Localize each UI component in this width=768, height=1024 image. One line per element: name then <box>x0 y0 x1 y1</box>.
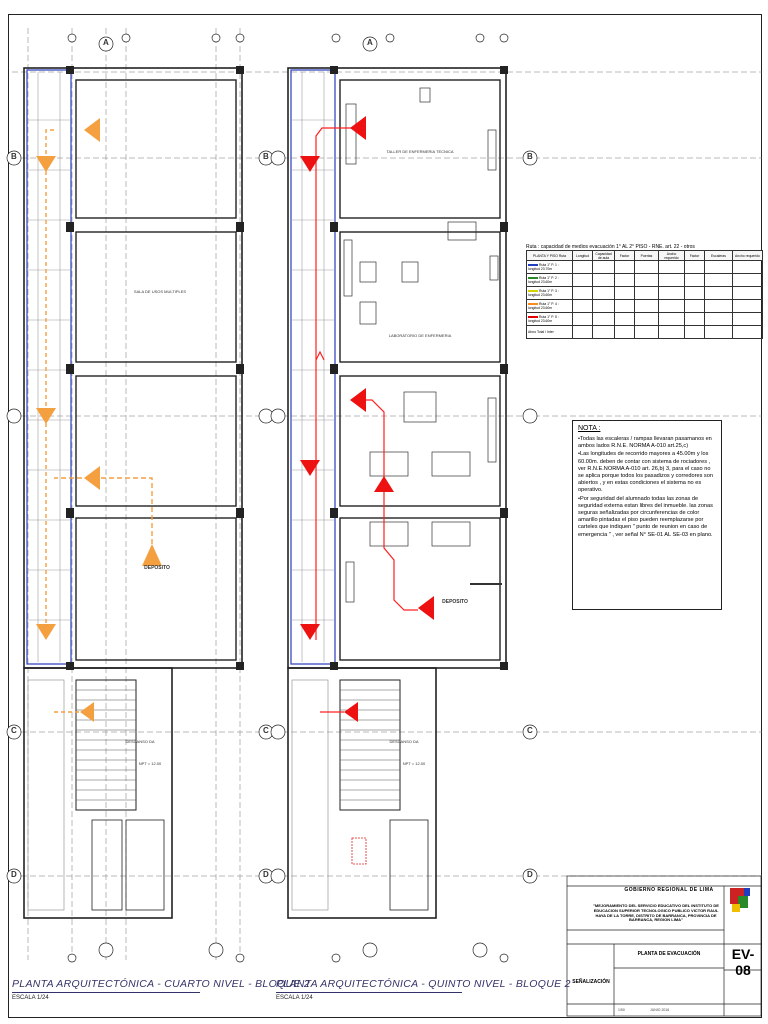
evacuation-capacity-table: Ruta : capacidad de medios evacuación 1°… <box>526 244 764 339</box>
npt-label-right: NPT = 12.00 <box>402 761 426 766</box>
room-label-deposito-left: DEPOSITO <box>144 565 170 571</box>
grid-label-b1: B <box>11 152 17 161</box>
note-paragraph: •Las longitudes de recorrido mayores a 4… <box>578 451 713 494</box>
route-color-swatch <box>528 277 538 280</box>
evac-header: Escaleras <box>704 250 733 261</box>
title-block-scale: 1/50 <box>618 1008 625 1012</box>
evac-header: Ancho requerido <box>658 250 685 261</box>
route-label: Ruta 1° P. 2 : longitud 23.60m <box>528 276 559 284</box>
grid-label-a-left: A <box>103 38 109 47</box>
plan-left <box>6 28 762 963</box>
plan-title-underline-left <box>12 992 200 993</box>
plan-title-left: PLANTA ARQUITECTÓNICA - CUARTO NIVEL - B… <box>12 978 311 990</box>
route-color-swatch <box>528 264 538 267</box>
plan-right <box>270 33 538 963</box>
table-row: Ruta 1° P. 2 : longitud 23.60m <box>526 273 763 287</box>
grid-label-c2: C <box>263 726 269 735</box>
grid-label-c1: C <box>11 726 17 735</box>
evac-table-caption: Ruta : capacidad de medios evacuación 1°… <box>526 244 695 250</box>
note-paragraph: •Todas las escaleras / rampas llevaran p… <box>578 436 712 450</box>
room-label-taller: TALLER DE ENFERMERIA TECNICA <box>386 149 454 154</box>
npt-label-left-1: NPT = 12.00 <box>138 761 162 766</box>
table-row: Aforo Total / Inter <box>526 325 763 339</box>
route-color-swatch <box>528 303 538 306</box>
table-row: Ruta 1° P. 4 : longitud 23.60m <box>526 299 763 313</box>
route-label: Ruta 1° P. 1 : longitud 23.70m <box>528 263 559 271</box>
title-block-org: GOBIERNO REGIONAL DE LIMA <box>624 887 714 893</box>
evac-header: Ancho requerido <box>732 250 763 261</box>
room-label-deposito-right: DEPOSITO <box>442 599 468 605</box>
grid-label-d1: D <box>11 870 17 879</box>
evac-header: Factor <box>614 250 635 261</box>
title-block-frame <box>566 875 762 1017</box>
evac-header: Longitud <box>572 250 593 261</box>
note-box: NOTA : •Todas las escaleras / rampas lle… <box>572 420 722 610</box>
room-label-descanso-right: DESCANSO DA <box>389 739 419 744</box>
grid-label-c3: C <box>527 726 533 735</box>
plan-scale-right: ESCALA 1/24 <box>276 995 313 1001</box>
route-label: Ruta 1° P. 3 : longitud 23.60m <box>528 289 559 297</box>
regional-logo-icon <box>730 888 750 912</box>
plan-title-underline-right <box>276 992 462 993</box>
room-label-lab: LABORATORIO DE ENFERMERIA <box>388 333 452 338</box>
title-block-project: "MEJORAMIENTO DEL SERVICIO EDUCATIVO DEL… <box>593 903 719 923</box>
route-color-swatch <box>528 290 538 293</box>
title-block-sheet-title: PLANTA DE EVACUACIÓN <box>637 951 701 957</box>
sheet-code: EV-08 <box>731 946 755 978</box>
room-label-sala: SALA DE USOS MULTIPLES <box>133 289 187 294</box>
evac-table-footer: Aforo Total / Inter <box>526 325 573 339</box>
table-row: Ruta 1° P. 1 : longitud 23.70m <box>526 260 763 274</box>
evac-table-grid: PLANTA Y PISO Ruta Longitud Capacidad de… <box>526 250 763 339</box>
evac-header: Factor <box>684 250 705 261</box>
plan-scale-left: ESCALA 1/24 <box>12 995 49 1001</box>
grid-label-d2: D <box>263 870 269 879</box>
route-color-swatch <box>528 316 538 319</box>
table-row: Ruta 1° P. 5 : longitud 23.60m <box>526 312 763 326</box>
route-label: Ruta 1° P. 5 : longitud 23.60m <box>528 315 559 323</box>
grid-label-d3: D <box>527 870 533 879</box>
evac-header: Puertas <box>634 250 659 261</box>
plan-title-right: PLANTA ARQUITECTÓNICA - QUINTO NIVEL - B… <box>276 978 571 990</box>
note-paragraph: •Por seguridad del alumnado todas las zo… <box>578 495 713 538</box>
grid-label-a-right: A <box>367 38 373 47</box>
note-title: NOTA : <box>578 425 601 432</box>
drawing-sheet <box>8 14 762 1018</box>
route-label: Ruta 1° P. 4 : longitud 23.60m <box>528 302 559 310</box>
evac-header: Capacidad de aula <box>592 250 615 261</box>
title-block-discipline: SEÑALIZACIÓN <box>572 979 610 985</box>
table-row: Ruta 1° P. 3 : longitud 23.60m <box>526 286 763 300</box>
room-label-descanso-left: DESCANSO DA <box>125 739 155 744</box>
grid-label-b2: B <box>263 152 269 161</box>
evac-header: PLANTA Y PISO Ruta <box>526 250 573 261</box>
title-block-date: JUNIO 2016 <box>650 1008 670 1012</box>
grid-label-b3: B <box>527 152 533 161</box>
